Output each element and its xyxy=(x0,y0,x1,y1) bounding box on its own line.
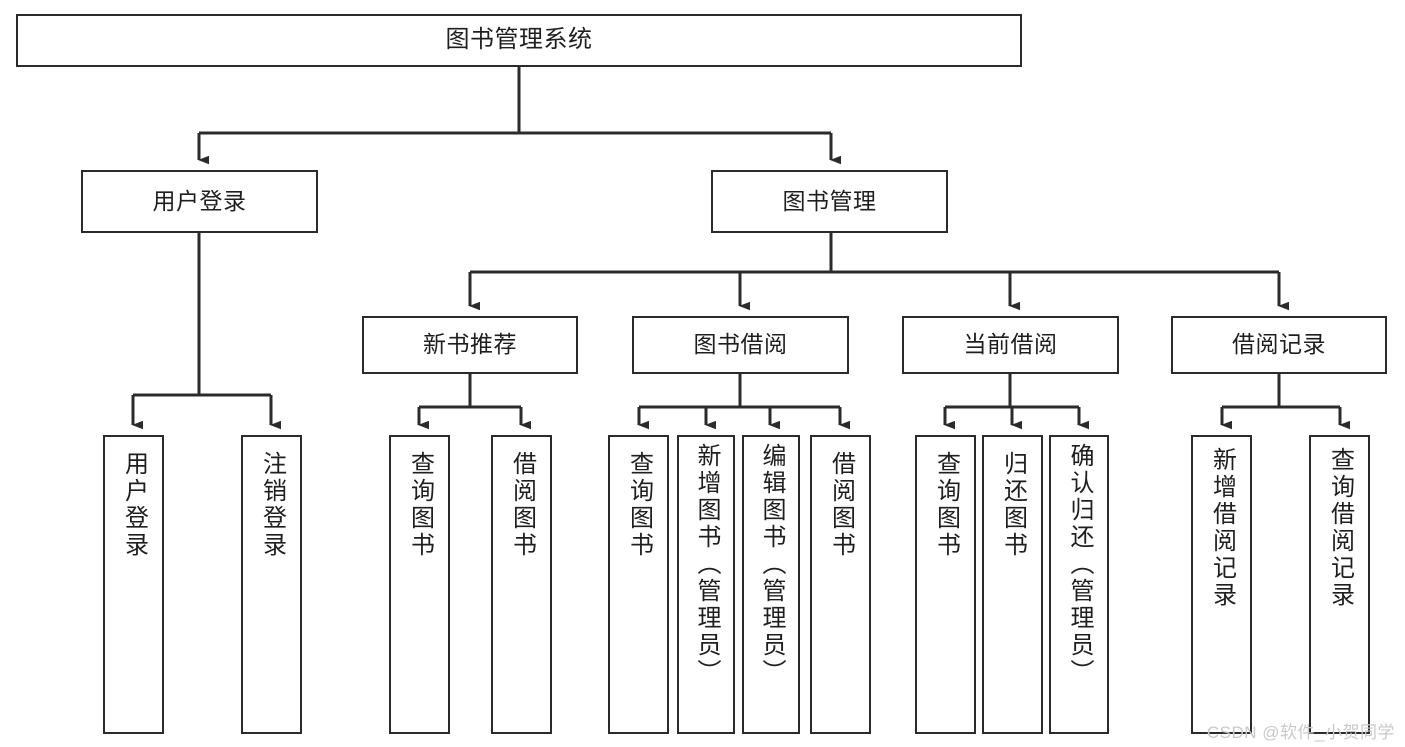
node-leaf-query-book-recommend[interactable]: 查询图书 xyxy=(389,435,450,734)
node-leaf-logout[interactable]: 注销登录 xyxy=(241,435,302,734)
node-label: 查询图书 xyxy=(932,451,960,559)
node-label: 查询借阅记录 xyxy=(1326,447,1354,609)
node-label: 归还图书 xyxy=(999,451,1027,559)
node-label: 查询图书 xyxy=(406,451,434,559)
node-new-book-recommend[interactable]: 新书推荐 xyxy=(362,316,578,374)
node-label: 图书管理系统 xyxy=(445,26,593,54)
node-leaf-borrow-book-recommend[interactable]: 借阅图书 xyxy=(491,435,552,734)
node-leaf-add-book[interactable]: 新增图书（管理员） xyxy=(677,435,735,734)
csdn-watermark: CSDN @软件_小贺同学 xyxy=(1206,723,1395,742)
node-label: 借阅图书 xyxy=(827,451,855,559)
node-label: 新增借阅记录 xyxy=(1208,447,1236,609)
node-leaf-query-book-borrow[interactable]: 查询图书 xyxy=(608,435,669,734)
node-label: 图书借阅 xyxy=(693,331,788,358)
node-label: 编辑图书（管理员） xyxy=(757,443,785,686)
node-borrow-record[interactable]: 借阅记录 xyxy=(1171,316,1387,374)
node-leaf-user-login[interactable]: 用户登录 xyxy=(103,435,164,734)
node-label: 确认归还（管理员） xyxy=(1065,443,1093,686)
node-leaf-add-borrow-record[interactable]: 新增借阅记录 xyxy=(1191,435,1252,734)
node-leaf-edit-book[interactable]: 编辑图书（管理员） xyxy=(742,435,800,734)
node-leaf-borrow-book[interactable]: 借阅图书 xyxy=(810,435,871,734)
node-leaf-query-borrow-record[interactable]: 查询借阅记录 xyxy=(1309,435,1370,734)
node-label: 借阅记录 xyxy=(1232,331,1326,358)
node-label: 新增图书（管理员） xyxy=(692,443,720,686)
node-leaf-query-book-current[interactable]: 查询图书 xyxy=(915,435,976,734)
node-book-management[interactable]: 图书管理 xyxy=(711,170,948,233)
node-current-borrow[interactable]: 当前借阅 xyxy=(902,316,1119,374)
node-leaf-confirm-return[interactable]: 确认归还（管理员） xyxy=(1049,435,1109,734)
node-label: 图书管理 xyxy=(782,187,877,214)
node-root-book-management-system[interactable]: 图书管理系统 xyxy=(16,14,1022,67)
node-book-borrow[interactable]: 图书借阅 xyxy=(632,316,849,374)
node-label: 注销登录 xyxy=(258,451,286,559)
node-label: 借阅图书 xyxy=(508,451,536,559)
node-label: 新书推荐 xyxy=(423,331,517,358)
node-user-login[interactable]: 用户登录 xyxy=(81,170,318,233)
node-leaf-return-book[interactable]: 归还图书 xyxy=(982,435,1043,734)
node-label: 当前借阅 xyxy=(963,331,1058,358)
node-label: 用户登录 xyxy=(120,451,148,559)
node-label: 用户登录 xyxy=(152,187,247,214)
node-label: 查询图书 xyxy=(625,451,653,559)
